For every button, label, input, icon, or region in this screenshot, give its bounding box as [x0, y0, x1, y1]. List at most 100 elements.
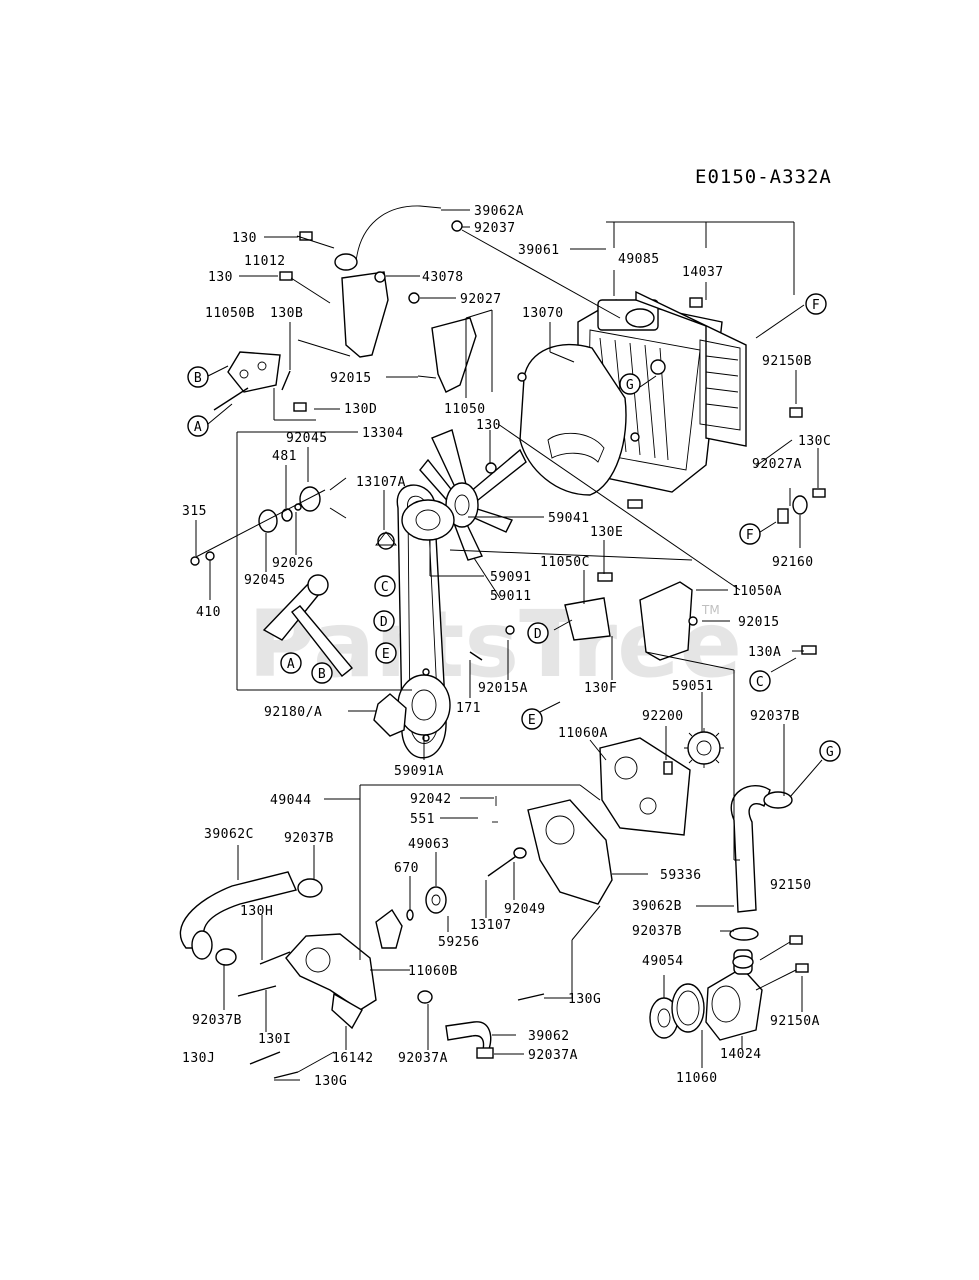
callout-circle: A	[187, 415, 209, 437]
part-label: 13107	[470, 918, 512, 933]
callout-circle: C	[374, 575, 396, 597]
part-label: 11050	[444, 402, 486, 417]
leader-lines	[195, 209, 823, 1081]
part-label: 130A	[748, 645, 781, 660]
part-label: 59091A	[394, 764, 444, 779]
part-label: 92015	[330, 371, 372, 386]
part-label: 92027	[460, 292, 502, 307]
part-label: 130H	[240, 904, 273, 919]
part-label: 130	[208, 270, 233, 285]
part-label: 49054	[642, 954, 684, 969]
part-label: 11060	[676, 1071, 718, 1086]
part-label: 130J	[182, 1051, 215, 1066]
part-label: 92037	[474, 221, 516, 236]
part-label: 92045	[286, 431, 328, 446]
part-label: 130F	[584, 681, 617, 696]
part-label: 92015A	[478, 681, 528, 696]
callout-circle: G	[819, 740, 841, 762]
part-label: 59051	[672, 679, 714, 694]
part-label: 49085	[618, 252, 660, 267]
callout-letter: G	[826, 745, 834, 760]
callouts: F B G A F C D D	[187, 293, 841, 762]
part-label: 92042	[410, 792, 452, 807]
part-label: 92045	[244, 573, 286, 588]
callout-letter: C	[381, 580, 389, 595]
part-label: 130B	[270, 306, 303, 321]
callout-circle: B	[187, 366, 209, 388]
part-label: 92037A	[398, 1051, 448, 1066]
part-label: 11050C	[540, 555, 590, 570]
part-label: 130	[232, 231, 257, 246]
part-label: 43078	[422, 270, 464, 285]
callout-circle: D	[373, 610, 395, 632]
part-label: 39061	[518, 243, 560, 258]
part-label: 130D	[344, 402, 377, 417]
part-label: 481	[272, 449, 297, 464]
part-label: 39062	[528, 1029, 570, 1044]
part-label: 39062B	[632, 899, 682, 914]
part-label: 130G	[568, 992, 601, 1007]
callout-letter: E	[382, 647, 390, 662]
part-label: 59256	[438, 935, 480, 950]
part-label: 315	[182, 504, 207, 519]
part-label: 92150	[770, 878, 812, 893]
callout-circle: F	[739, 523, 761, 545]
part-label: 11060A	[558, 726, 608, 741]
part-label: 92027A	[752, 457, 802, 472]
part-label: 13304	[362, 426, 404, 441]
part-label: 59336	[660, 868, 702, 883]
callout-letter: G	[626, 378, 634, 393]
callout-letter: D	[380, 615, 388, 630]
callout-letter: A	[194, 420, 202, 435]
part-label: 16142	[332, 1051, 374, 1066]
callout-circle: C	[749, 670, 771, 692]
part-label: 14037	[682, 265, 724, 280]
callout-letter: E	[528, 713, 536, 728]
callout-letter: B	[318, 667, 326, 682]
callout-circle: E	[521, 708, 543, 730]
callout-letter: F	[746, 528, 754, 543]
part-label: 92037B	[192, 1013, 242, 1028]
part-label: 92026	[272, 556, 314, 571]
part-label: 39062C	[204, 827, 254, 842]
part-label: 11060B	[408, 964, 458, 979]
part-label: 92150B	[762, 354, 812, 369]
part-label: 92200	[642, 709, 684, 724]
part-label: 49063	[408, 837, 450, 852]
callout-letter: D	[534, 627, 542, 642]
part-label: 13070	[522, 306, 564, 321]
part-label: 130I	[258, 1032, 291, 1047]
callout-letter: B	[194, 371, 202, 386]
callout-circle: F	[805, 293, 827, 315]
part-label: 670	[394, 861, 419, 876]
part-label: 92015	[738, 615, 780, 630]
part-label: 59041	[548, 511, 590, 526]
part-label: 171	[456, 701, 481, 716]
part-shapes	[179, 205, 826, 1079]
part-label: 92037B	[284, 831, 334, 846]
part-label: 13107A	[356, 475, 406, 490]
part-label: 92049	[504, 902, 546, 917]
callout-letter: F	[812, 298, 820, 313]
part-label: 11050B	[205, 306, 255, 321]
part-label: 39062A	[474, 204, 524, 219]
part-label: 59011	[490, 589, 532, 604]
part-label: 551	[410, 812, 435, 827]
part-label: 410	[196, 605, 221, 620]
part-label: 92037B	[632, 924, 682, 939]
part-label: 59091	[490, 570, 532, 585]
part-labels: 39062A 92037 130 11012 130 43078 92027 3…	[182, 204, 831, 1089]
part-label: 92180/A	[264, 705, 322, 720]
watermark-tm: TM	[701, 603, 720, 617]
callout-circle: D	[527, 622, 549, 644]
callout-letter: C	[756, 675, 764, 690]
callout-letter: A	[287, 657, 295, 672]
callout-circle: A	[280, 652, 302, 674]
part-label: 130C	[798, 434, 831, 449]
part-label: 49044	[270, 793, 312, 808]
part-label: 130G	[314, 1074, 347, 1089]
part-label: 11050A	[732, 584, 782, 599]
callout-circle: E	[375, 642, 397, 664]
callout-circle: G	[619, 373, 641, 395]
